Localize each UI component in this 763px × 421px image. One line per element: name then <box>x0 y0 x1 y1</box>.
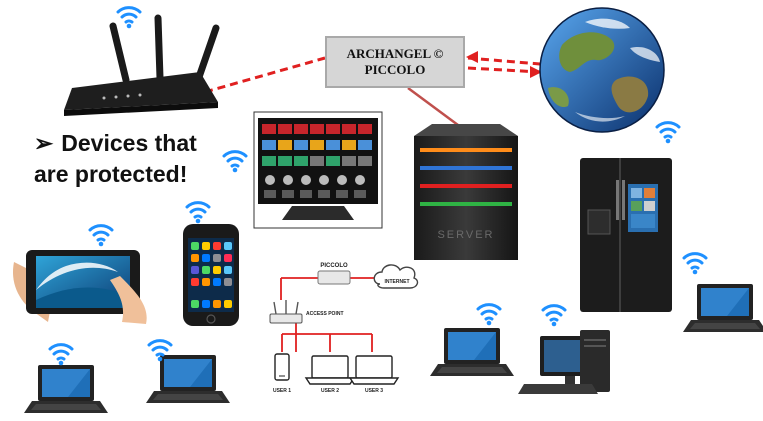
network-diagram: PICCOLO INTERNET ACCESS POINT USER 1 USE… <box>269 263 419 394</box>
hub-server-link <box>407 86 463 130</box>
bullet-arrow-icon: ➢ <box>34 130 54 156</box>
smartphone-icon <box>274 353 290 381</box>
tv-icon <box>253 111 383 229</box>
user1-label: USER 1 <box>273 388 291 394</box>
hub-arrow-left <box>466 51 478 63</box>
globe-arrow-right <box>530 66 542 78</box>
router-icon <box>64 14 220 116</box>
fridge-icon <box>580 158 672 312</box>
wifi-icon <box>48 343 74 367</box>
desktop-icon <box>518 330 610 394</box>
archangel-piccolo-box: ARCHANGEL © PICCOLO <box>325 36 465 88</box>
access-point-icon <box>269 300 303 324</box>
tablet-icon <box>12 250 147 324</box>
router-hub-link <box>204 56 326 94</box>
smartphone-icon <box>183 224 239 326</box>
caption-line2: are protected! <box>34 161 188 187</box>
hub-globe-link-top <box>467 56 541 66</box>
wifi-icon <box>88 224 114 248</box>
caption-line1: Devices that <box>61 130 197 156</box>
piccolo-label: PICCOLO <box>320 263 348 269</box>
server-panel-text: SERVER <box>437 229 494 241</box>
wifi-icon <box>655 121 681 145</box>
laptop-icon <box>430 328 514 376</box>
laptop-icon <box>24 365 108 413</box>
wifi-icon <box>116 6 142 30</box>
wifi-icon <box>682 252 708 276</box>
access-point-label: ACCESS POINT <box>306 311 344 317</box>
hub-title-line1: ARCHANGEL © <box>346 46 444 61</box>
globe-icon <box>539 7 665 133</box>
user2-label: USER 2 <box>321 388 339 394</box>
laptop-icon <box>683 284 763 332</box>
cloud-icon <box>373 264 419 289</box>
internet-label: INTERNET <box>385 279 410 285</box>
hub-title-line2: PICCOLO <box>364 62 426 77</box>
wifi-icon <box>185 201 211 225</box>
server-icon: SERVER <box>414 124 518 260</box>
user3-label: USER 3 <box>365 388 383 394</box>
wifi-icon <box>476 303 502 327</box>
laptop-icon <box>348 355 400 385</box>
laptop-icon <box>304 355 356 385</box>
laptop-icon <box>146 355 230 403</box>
protected-devices-caption: ➢ Devices that are protected! <box>34 128 244 190</box>
hub-globe-link-bottom <box>467 66 541 74</box>
wifi-icon <box>541 304 567 328</box>
